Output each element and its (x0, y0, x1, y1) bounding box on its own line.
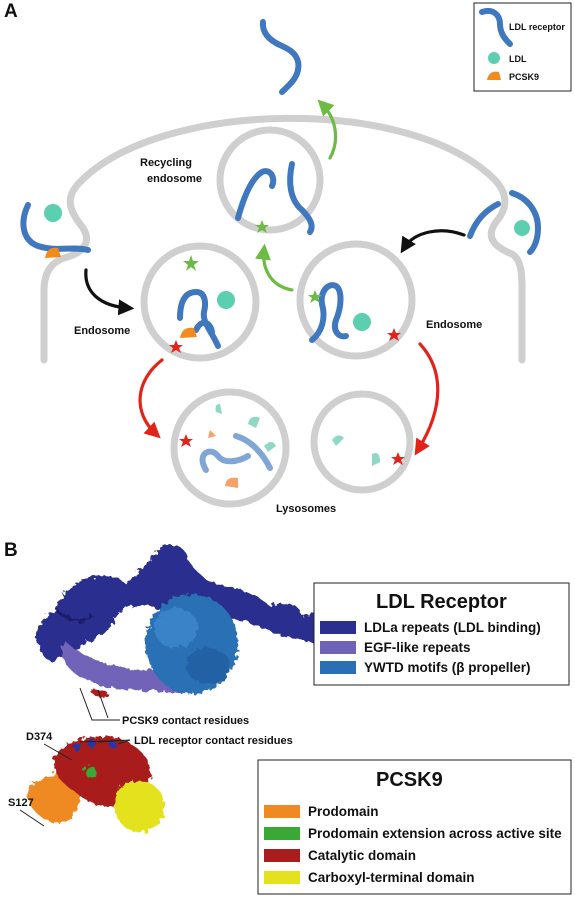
ldlr-legend-swatch-0 (320, 621, 356, 634)
arrow-endocytosis-left (84, 268, 135, 316)
recycling-endosome-label-2: endosome (147, 173, 202, 185)
arrow-to-lysosome-right (414, 342, 440, 456)
pcsk9-legend-item-0: Prodomain (308, 804, 379, 819)
panel-b-letter: B (4, 540, 18, 561)
pcsk9-structure (27, 736, 165, 833)
ldlr-structure (36, 545, 385, 698)
legend-ldl-icon (488, 52, 500, 64)
ldlr-legend-title: LDL Receptor (376, 591, 507, 613)
panel-a-legend: LDL receptor LDL PCSK9 (473, 2, 572, 92)
ldlr-legend-swatch-2 (320, 661, 356, 674)
pcsk9-contact-leader (79, 687, 120, 721)
pcsk9-legend-swatch-0 (264, 805, 300, 818)
legend-receptor-icon (479, 8, 513, 47)
legend-pcsk9-label: PCSK9 (509, 72, 539, 82)
pcsk9-legend-item-2: Catalytic domain (308, 848, 416, 863)
recycling-endosome (216, 126, 324, 235)
panel-a-letter: A (4, 1, 18, 22)
trafficking-arrows (84, 99, 466, 456)
arrow-to-recycling (254, 243, 294, 292)
ldlr-contact-label: LDL receptor contact residues (134, 735, 293, 747)
ldlr-legend-item-2: YWTD motifs (β propeller) (364, 660, 531, 675)
ldlr-legend-item-1: EGF-like repeats (364, 640, 471, 655)
ldlr-contact-leader (79, 739, 131, 745)
pcsk9-legend-item-3: Carboxyl-terminal domain (308, 870, 475, 885)
pcsk9-legend-swatch-3 (264, 871, 300, 884)
legend-receptor-label: LDL receptor (509, 22, 565, 32)
ldlr-legend-swatch-1 (320, 641, 356, 654)
lysosome-left (170, 388, 290, 508)
pcsk9-legend-title: PCSK9 (376, 769, 443, 791)
surface-receptor-top (259, 19, 302, 95)
pcsk9-legend-item-1: Prodomain extension across active site (308, 826, 562, 841)
s127-leader (19, 809, 45, 827)
pcsk9-contact-label: PCSK9 contact residues (122, 715, 249, 727)
lysosomes-label: Lysosomes (276, 503, 336, 515)
endosome-right (296, 240, 416, 360)
endosome-left-label: Endosome (74, 325, 130, 337)
arrow-to-lysosome-left (138, 358, 164, 439)
d374-leader (43, 743, 73, 761)
lysosome-right (310, 390, 414, 494)
endosome-right-label: Endosome (426, 319, 482, 331)
legend-pcsk9-icon (487, 71, 501, 80)
ldlr-legend: LDL Receptor LDLa repeats (LDL binding) E… (313, 582, 570, 686)
arrow-endocytosis-right (400, 229, 466, 254)
pcsk9-legend-swatch-2 (264, 849, 300, 862)
surface-complex-right (467, 190, 541, 255)
ldlr-legend-item-0: LDLa repeats (LDL binding) (364, 620, 541, 635)
s127-label: S127 (8, 797, 34, 809)
arrow-to-surface (317, 99, 338, 160)
pcsk9-legend-swatch-1 (264, 827, 300, 840)
surface-complex-left (20, 202, 91, 258)
recycling-endosome-label-1: Recycling (140, 157, 192, 169)
legend-ldl-label: LDL (509, 54, 527, 64)
d374-label: D374 (26, 731, 53, 743)
endosome-left (140, 242, 260, 362)
